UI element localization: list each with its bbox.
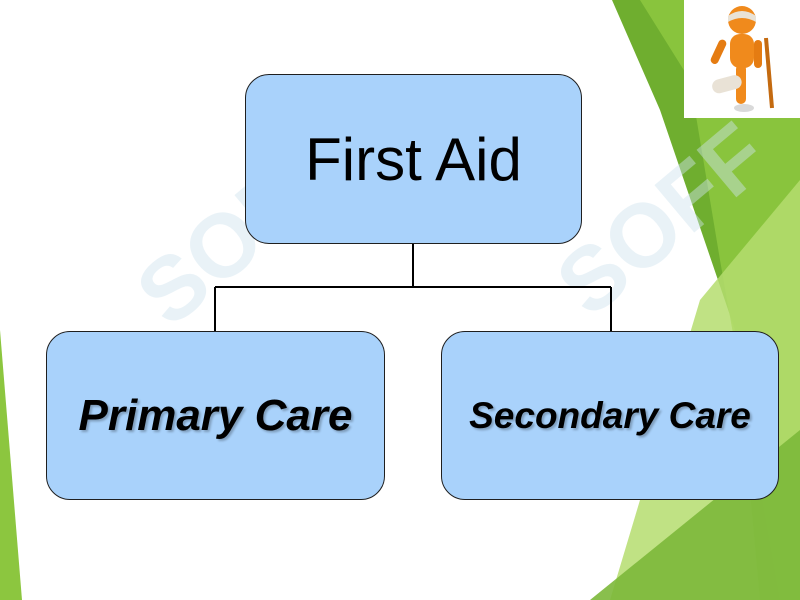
green-shard-left (0, 330, 22, 600)
node-first-aid-label: First Aid (305, 125, 522, 193)
node-secondary-care-label: Secondary Care (469, 394, 751, 436)
node-first-aid: First Aid (245, 74, 582, 244)
injured-figure-with-crutch-icon (684, 0, 800, 118)
node-primary-care-label: Primary Care (78, 390, 353, 440)
node-primary-care: Primary Care (46, 331, 385, 500)
node-secondary-care: Secondary Care (441, 331, 779, 500)
